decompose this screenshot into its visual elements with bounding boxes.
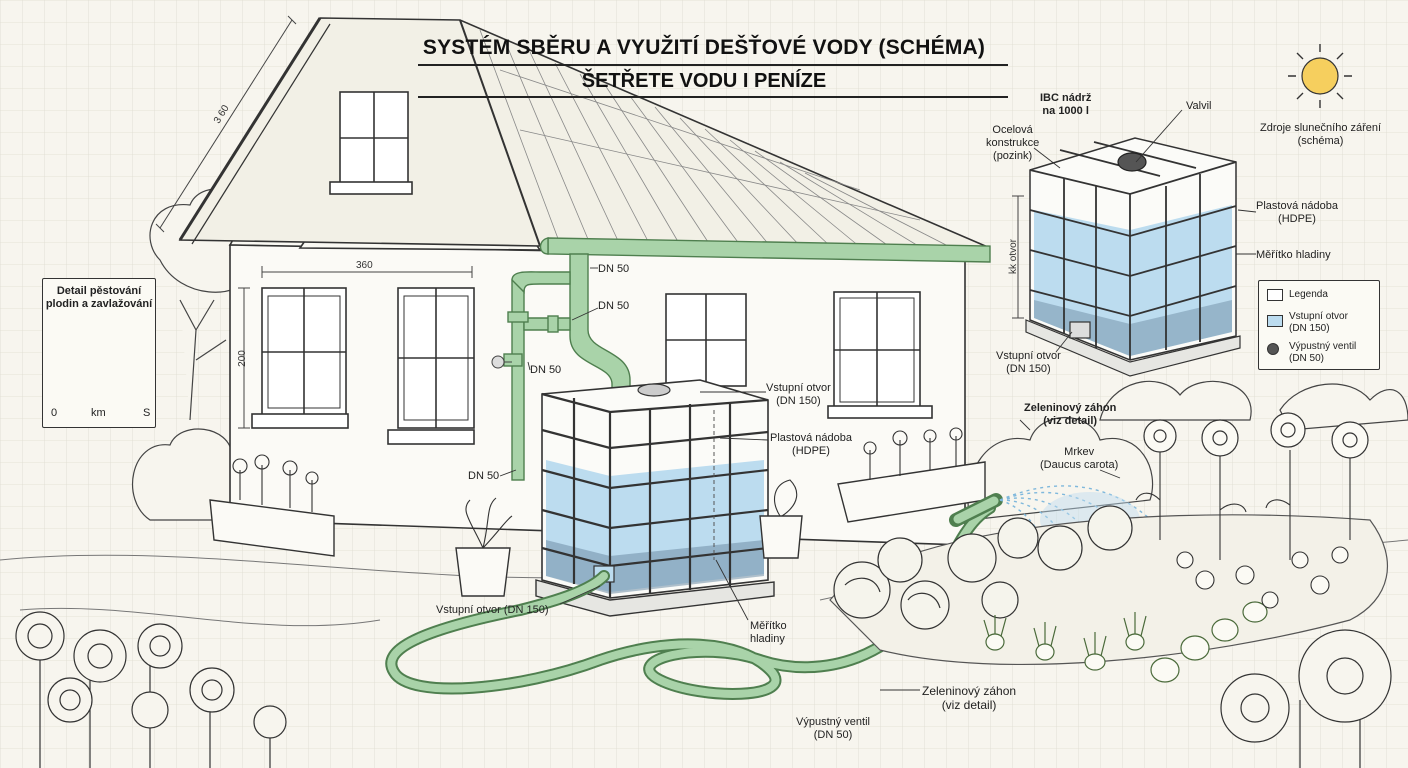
detail-dimension-line	[1012, 195, 1024, 319]
legend-item-outline: Legenda	[1289, 289, 1328, 300]
valve-icon	[1267, 343, 1279, 355]
legend-item-valve: Výpustný ventil (DN 50)	[1289, 341, 1357, 364]
leader-lines	[499, 109, 1257, 691]
detail-ibc-tank	[1025, 137, 1241, 377]
crop-detail-box: Detail pěstování plodin a zavlažování 0 …	[42, 278, 156, 428]
detail-scale-label: Měřítko hladiny	[1256, 249, 1331, 261]
page-title: SYSTÉM SBĚRU A VYUŽITÍ DEŠŤOVÉ VODY (SCH…	[422, 36, 986, 59]
main-tank-inlet-label: Vstupní otvor (DN 150)	[766, 382, 831, 407]
detail-frame-label: Ocelová konstrukce (pozink)	[986, 124, 1040, 162]
legend-item-water: Vstupní otvor (DN 150)	[1289, 311, 1348, 334]
roof-shingles	[479, 29, 951, 248]
main-tank-scale-label: Měřítko hladiny	[750, 620, 787, 645]
detail-valve-label: Valvil	[1186, 100, 1212, 112]
page-subtitle: ŠETŘETE VODU I PENÍZE	[581, 70, 827, 92]
tank-height-label: kk otvor	[1008, 238, 1020, 275]
tap-valve	[491, 355, 512, 369]
sun-label: Zdroje slunečního záření (schéma)	[1260, 122, 1382, 147]
main-tank-outlet-label: Vstupní otvor (DN 150)	[436, 604, 549, 616]
hose-valve-label: Výpustný ventil (DN 50)	[796, 716, 870, 741]
sun-icon	[1288, 44, 1352, 108]
vegetable-garden	[829, 412, 1388, 683]
subtitle-underline	[418, 96, 1008, 98]
detail-tank-title: IBC nádrž na 1000 l	[1040, 92, 1092, 117]
main-ibc-tank	[535, 379, 775, 617]
scale-start-label: 0	[51, 407, 58, 419]
pipe-label-2: DN 50	[598, 300, 630, 312]
wall-dimension-lines	[238, 266, 473, 429]
detail-vessel-label: Plastová nádoba (HDPE)	[1256, 200, 1338, 225]
pipe-label-1: DN 50	[598, 263, 630, 275]
wall-height-label: 200	[236, 350, 248, 367]
scale-end-label: S	[143, 407, 151, 419]
pipe-label-4: DN 50	[468, 470, 500, 482]
scale-unit-label: km	[91, 407, 106, 419]
pipe-label-3: DN 50	[530, 364, 562, 376]
legend: Legenda Vstupní otvor (DN 150) Výpustný …	[1258, 280, 1380, 370]
garden-hose	[385, 493, 1003, 700]
vegetable-bed-lower-label: Zeleninový záhon (viz detail)	[922, 684, 1017, 712]
title-underline	[418, 64, 1008, 66]
wall-width-label: 360	[356, 260, 373, 271]
roof-dimension-line	[155, 15, 297, 233]
planters	[209, 461, 986, 597]
legend-swatch-outline	[1267, 289, 1283, 301]
main-tank-vessel-label: Plastová nádoba (HDPE)	[770, 432, 852, 457]
vegetable-bed-label: Zeleninový záhon (viz detail)	[1024, 402, 1117, 427]
house-windows	[251, 91, 933, 445]
detail-inlet-label: Vstupní otvor (DN 150)	[996, 350, 1061, 375]
crop-detail-title: Detail pěstování plodin a zavlažování	[45, 285, 153, 310]
carrot-label: Mrkev (Daucus carota)	[1040, 446, 1119, 471]
legend-swatch-water	[1267, 315, 1283, 327]
bushes	[132, 380, 1408, 521]
foreground-flowers	[15, 611, 1392, 768]
planter-flowers	[232, 427, 963, 549]
